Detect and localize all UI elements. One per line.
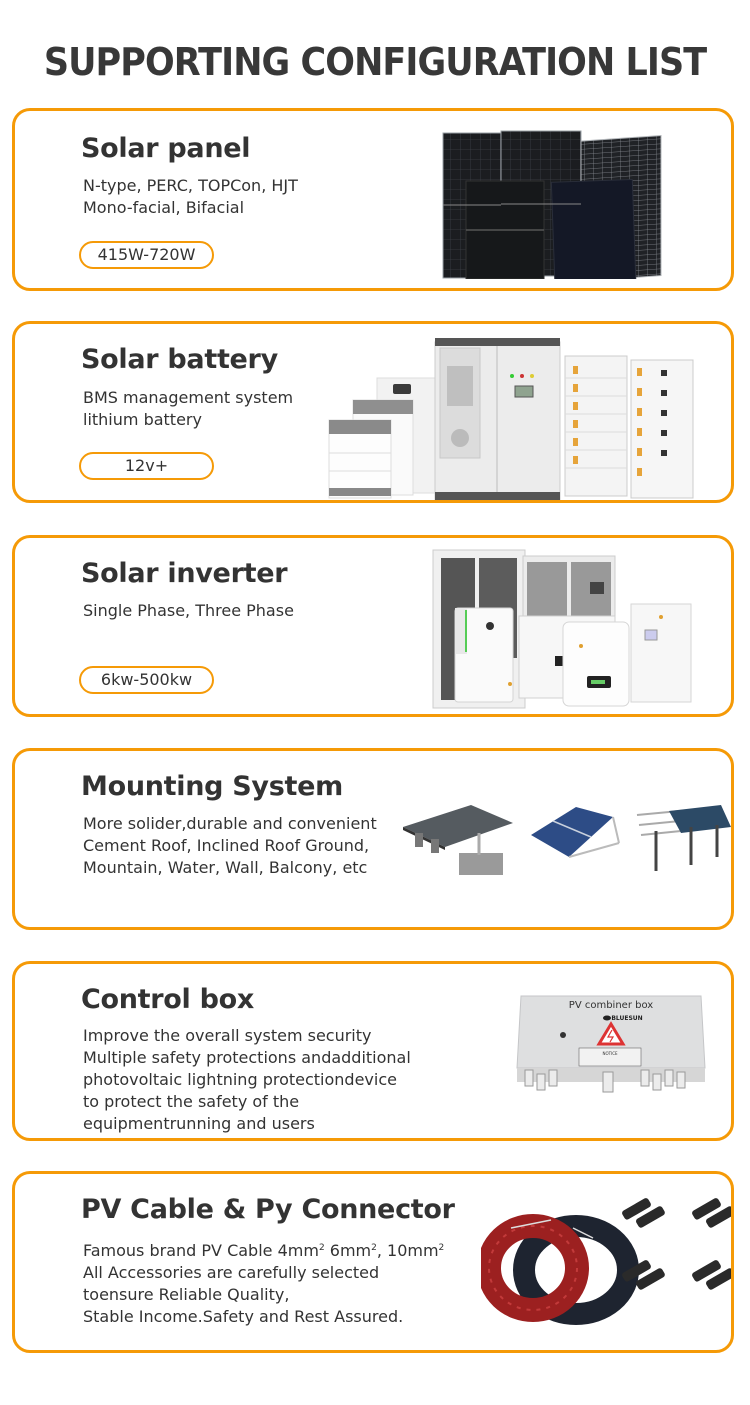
card-description: Famous brand PV Cable 4mm2 6mm2, 10mm2 A… [83,1237,444,1328]
desc-line: Famous brand PV Cable 4mm2 6mm2, 10mm2 [83,1241,445,1260]
card-description: Improve the overall system security Mult… [83,1025,411,1135]
card-description: More solider,durable and convenient Ceme… [83,813,377,879]
card-pv-cable: PV Cable & Py Connector Famous brand PV … [12,1171,734,1353]
desc-line: Single Phase, Three Phase [83,601,294,620]
card-control-box: Control box Improve the overall system s… [12,961,734,1141]
power-range-badge: 6kw-500kw [79,666,214,694]
svg-text:NOTICE: NOTICE [602,1051,618,1056]
page-title: SUPPORTING CONFIGURATION LIST [43,40,707,84]
desc-line: lithium battery [83,410,202,429]
card-description: N-type, PERC, TOPCon, HJT Mono-facial, B… [83,175,298,219]
desc-line: All Accessories are carefully selected [83,1263,380,1282]
desc-line: equipmentrunning and users [83,1114,315,1133]
cables-connectors-image [481,1198,731,1325]
card-title: Control box [81,984,255,1015]
desc-line: BMS management system [83,388,294,407]
svg-text:PV combiner box: PV combiner box [569,1000,653,1011]
card-title: PV Cable & Py Connector [81,1194,455,1225]
desc-line: Improve the overall system security [83,1026,372,1045]
desc-line: N-type, PERC, TOPCon, HJT [83,176,298,195]
desc-line: Mountain, Water, Wall, Balcony, etc [83,858,368,877]
card-mounting-system: Mounting System More solider,durable and… [12,748,734,930]
card-description: Single Phase, Three Phase [83,600,294,622]
battery-cabinets-image [328,338,694,500]
card-title: Solar inverter [81,558,288,589]
desc-line: Multiple safety protections andadditiona… [83,1048,411,1067]
combiner-box-image: PV combiner box BLUESUN NOTICE [516,995,706,1093]
desc-line: to protect the safety of the [83,1092,300,1111]
solar-panels-image [442,130,662,279]
card-solar-inverter: Solar inverter Single Phase, Three Phase… [12,535,734,717]
card-description: BMS management system lithium battery [83,387,293,431]
voltage-badge: 12v+ [79,452,214,480]
card-solar-panel: Solar panel N-type, PERC, TOPCon, HJT Mo… [12,108,734,291]
desc-line: photovoltaic lightning protectiondevice [83,1070,397,1089]
desc-line: toensure Reliable Quality, [83,1285,290,1304]
power-range-badge: 415W-720W [79,241,214,269]
desc-line: Cement Roof, Inclined Roof Ground, [83,836,370,855]
svg-text:BLUESUN: BLUESUN [611,1015,642,1022]
mounting-racks-image [403,805,731,875]
desc-line: More solider,durable and convenient [83,814,377,833]
desc-line: Stable Income.Safety and Rest Assured. [83,1307,404,1326]
card-title: Mounting System [81,771,343,802]
card-title: Solar panel [81,133,251,164]
card-title: Solar battery [81,344,278,375]
inverters-image [432,549,692,709]
desc-line: Mono-facial, Bifacial [83,198,245,217]
card-solar-battery: Solar battery BMS management system lith… [12,321,734,503]
